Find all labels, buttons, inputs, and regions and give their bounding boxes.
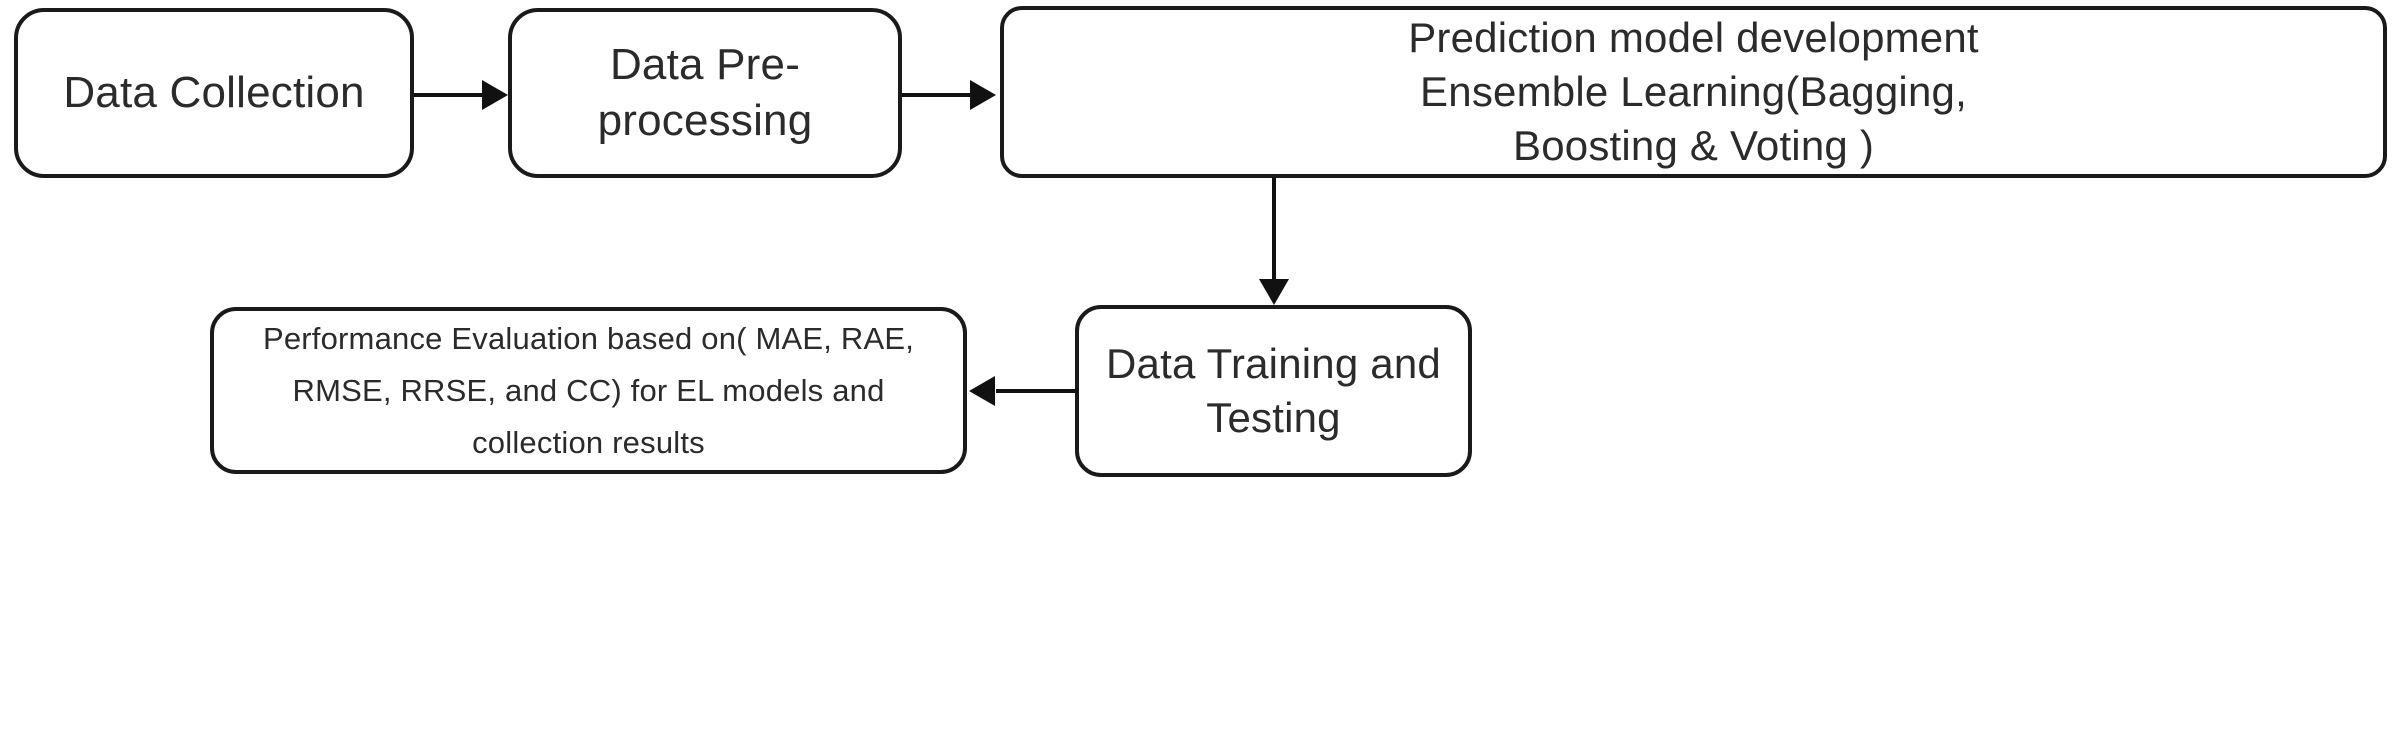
flow-node-data-preprocessing-label: Data Pre-processing — [597, 40, 813, 145]
connector-line — [1272, 178, 1276, 282]
arrow-right-icon — [970, 80, 996, 110]
connector-line — [414, 93, 484, 97]
flow-node-model-development-label: Prediction model development Ensemble Le… — [1408, 14, 1979, 169]
flow-node-data-collection-label: Data Collection — [63, 68, 365, 117]
flow-node-model-development[interactable]: Prediction model development Ensemble Le… — [1000, 6, 2387, 178]
connector-line — [996, 389, 1078, 393]
arrow-down-icon — [1259, 279, 1289, 305]
connector-line — [902, 93, 972, 97]
flow-node-performance-evaluation[interactable]: Performance Evaluation based on( MAE, RA… — [210, 307, 967, 474]
flow-node-data-preprocessing[interactable]: Data Pre-processing — [508, 8, 902, 178]
flow-node-training-testing[interactable]: Data Training and Testing — [1075, 305, 1472, 477]
arrow-right-icon — [482, 80, 508, 110]
flow-node-training-testing-label: Data Training and Testing — [1106, 340, 1441, 441]
flow-node-performance-evaluation-label: Performance Evaluation based on( MAE, RA… — [262, 320, 915, 460]
flow-node-data-collection[interactable]: Data Collection — [14, 8, 414, 178]
arrow-left-icon — [969, 376, 995, 406]
